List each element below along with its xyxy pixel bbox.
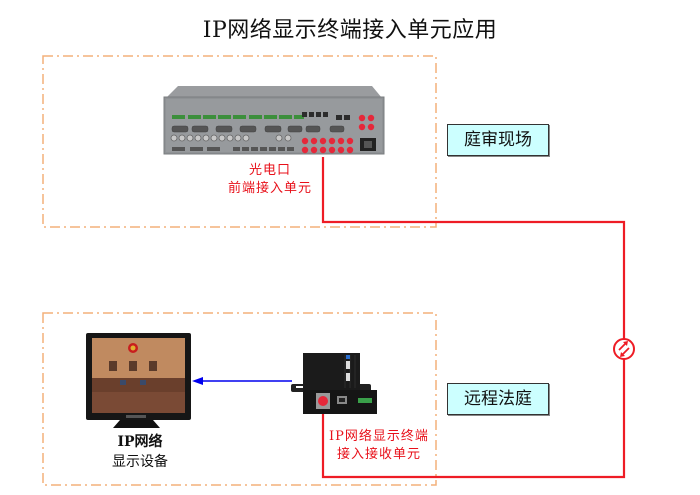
transmitter-label-line2: 前端接入单元 [227, 181, 312, 196]
display-label: IP网络 显示设备 [85, 432, 195, 472]
display-label-line2: 显示设备 [112, 454, 168, 470]
receiver-label-line2: 接入接收单元 [336, 447, 421, 462]
video-link-arrow [192, 377, 292, 385]
display-label-line1: IP网络 [117, 434, 163, 450]
page-title: IP网络显示终端接入单元应用 [202, 18, 498, 43]
fiber-link-icon [613, 338, 635, 360]
transmitter-label: 光电口 前端接入单元 [215, 162, 325, 198]
transmitter-label-line1: 光电口 [248, 163, 291, 178]
monitor-icon [86, 333, 191, 428]
zone-remote-boundary [42, 312, 437, 486]
zone-label-court: 庭审现场 [447, 124, 549, 156]
zone-label-remote: 远程法庭 [447, 383, 549, 415]
zone-court-boundary [42, 55, 437, 228]
mini-box-receiver-icon [291, 353, 377, 414]
receiver-label-line1: IP网络显示终端 [329, 429, 429, 444]
rack-chassis-icon [163, 86, 385, 155]
receiver-label: IP网络显示终端 接入接收单元 [318, 428, 440, 464]
